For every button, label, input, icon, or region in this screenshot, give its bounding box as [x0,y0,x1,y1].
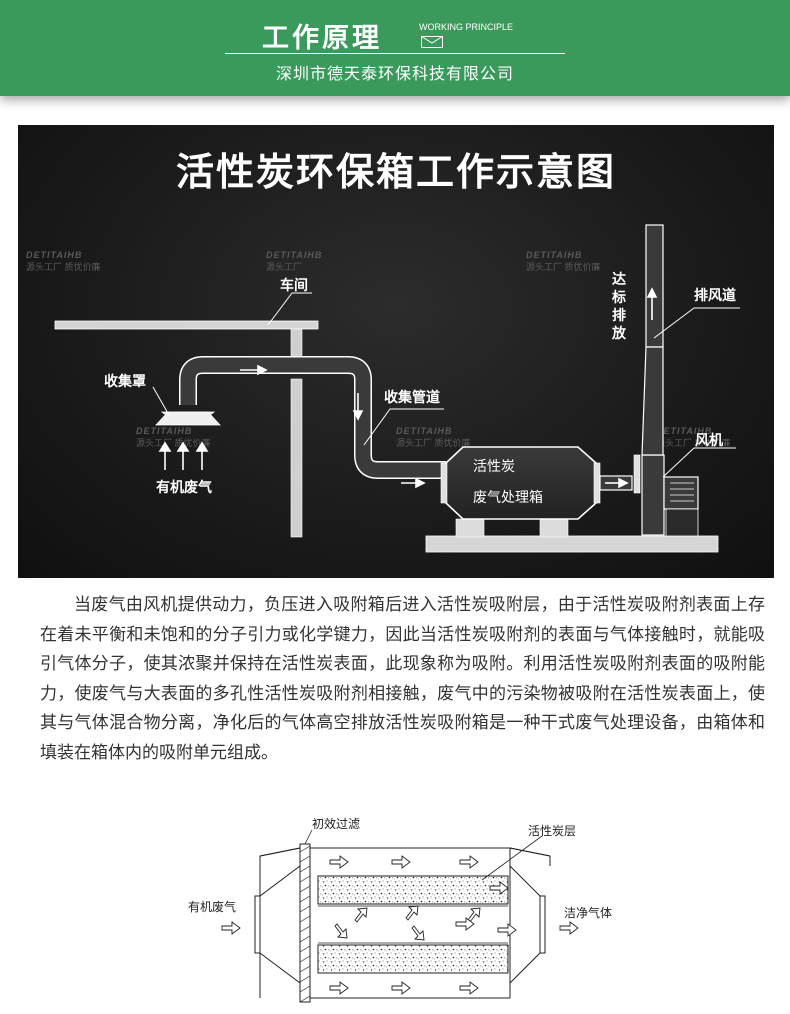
leader-line [152,386,170,416]
leader-line [267,292,312,326]
description-paragraph: 当废气由风机提供动力，负压进入吸附箱后进入活性炭吸附层，由于活性炭吸附剂表面上存… [40,595,765,763]
primary-filter [299,843,311,1003]
label-exhaust-duct: 排风道 [694,288,736,304]
collection-duct [179,356,446,479]
diagram-title: 活性炭环保箱工作示意图 [175,150,616,194]
header-banner: 工作原理 WORKING PRINCIPLE 深圳市德天泰环保科技有限公司 [0,0,790,96]
label-primary-filter: 初效过滤 [312,817,361,831]
equipment-base [425,535,719,553]
flow-arrow [352,393,364,421]
leader-line [363,408,444,446]
label-organic-gas: 有机废气 [156,480,212,496]
label-collection-pipe: 收集管道 [384,390,440,406]
label-collection-hood: 收集罩 [104,374,146,390]
label-carbon-box-line2: 废气处理箱 [473,490,543,506]
label-clean-gas: 洁净气体 [564,906,613,920]
flow-arrow [605,477,629,489]
fan-unit [663,476,699,537]
inlet-cone [259,865,301,984]
label-fan: 风机 [695,433,723,449]
exhaust-arrow [646,287,658,320]
label-carbon-layer: 活性炭层 [528,824,577,838]
company-name: 深圳市德天泰环保科技有限公司 [275,64,514,83]
activated-carbon-box [445,446,597,520]
flow-arrow [401,477,426,489]
flow-arrow [240,364,268,376]
outlet-cone [509,864,541,985]
label-workshop: 车间 [280,278,308,294]
leader-line [662,447,736,478]
workshop-platform [54,320,319,330]
support-column [290,378,303,538]
airflow-arrows [221,855,579,995]
organic-gas-arrows [158,441,209,470]
header-divider [225,53,565,54]
label-discharge: 达标排放 [612,272,626,342]
carbon-layer [317,875,509,905]
carbon-layer [317,944,509,974]
exhaust-stack [645,224,664,348]
carbon-box-schematic [221,829,579,1003]
process-flow-illustration [54,224,740,553]
section-title: 工作原理 [262,23,382,54]
leader-line [653,307,740,339]
section-title-en: WORKING PRINCIPLE [419,22,514,32]
label-inlet-gas: 有机废气 [188,900,237,914]
mail-icon [421,36,443,48]
label-carbon-box-line1: 活性炭 [473,459,515,475]
